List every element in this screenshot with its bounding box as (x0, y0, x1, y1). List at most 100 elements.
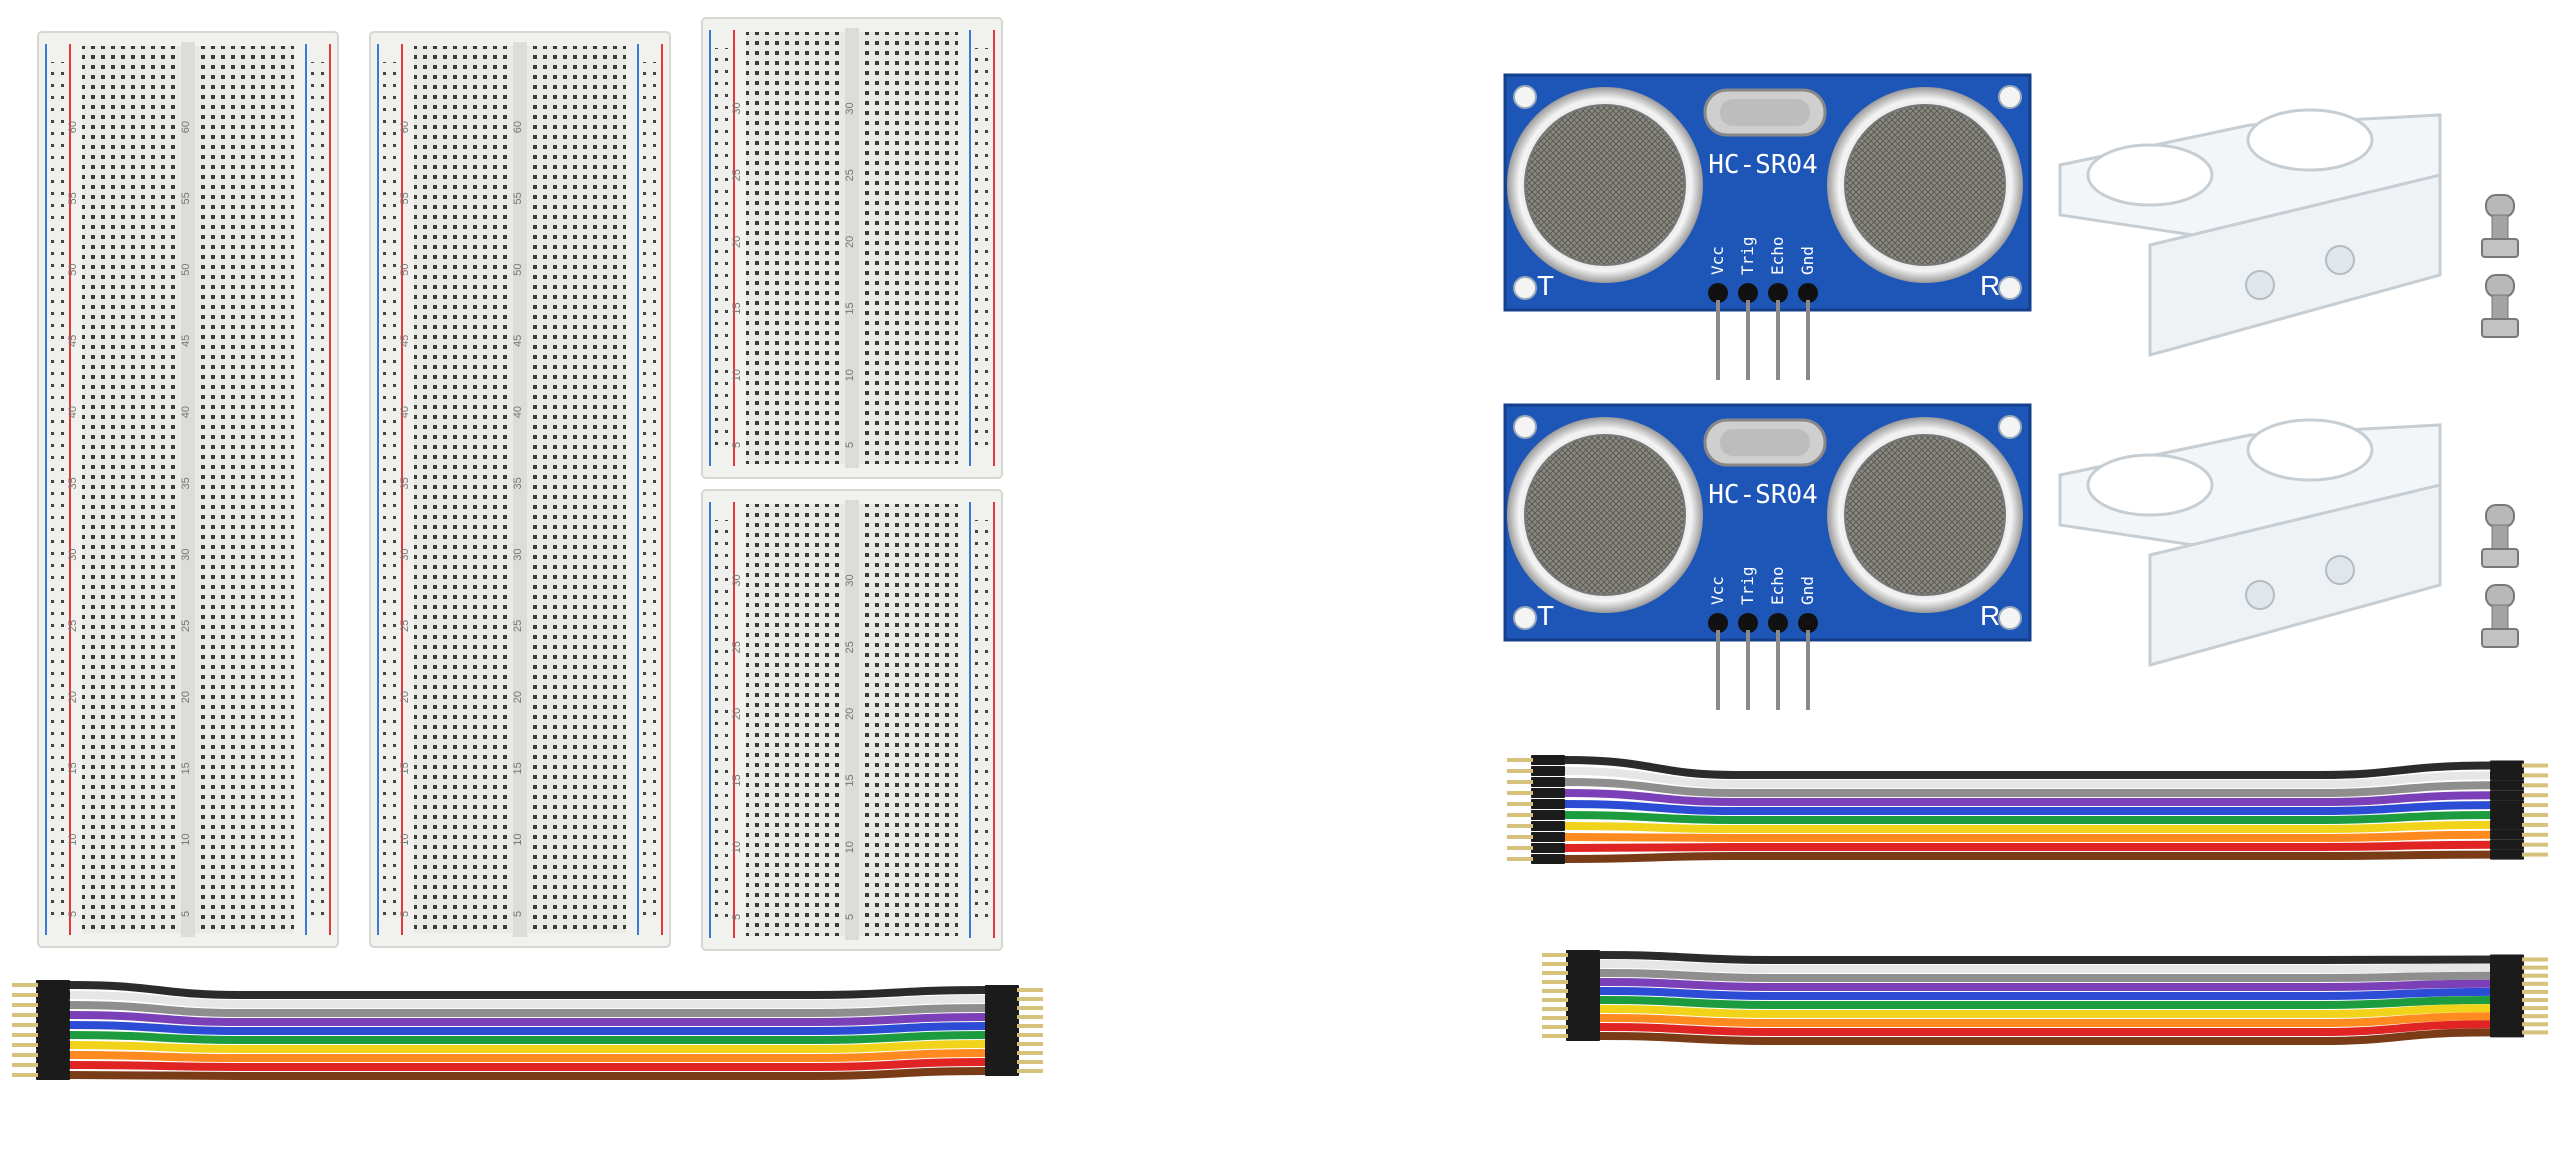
rail-holes (714, 48, 730, 448)
bracket-screw-hole (2325, 555, 2355, 585)
wire-pin (12, 1023, 38, 1027)
column-number: 20 (731, 708, 743, 720)
wire-pin (1507, 791, 1533, 795)
wire (1596, 1020, 2494, 1036)
wire-connector (1531, 777, 1565, 787)
wire-connector (36, 990, 70, 1000)
wire-connector (2490, 962, 2524, 973)
pin-label: Trig (1738, 236, 1757, 275)
wire (1596, 960, 2494, 973)
wire-connector (985, 1003, 1019, 1013)
wire-connector (2490, 790, 2524, 801)
wire-pin (1507, 780, 1533, 784)
column-number: 15 (399, 762, 411, 774)
wire-pin (1507, 758, 1533, 762)
terminal-strip-left (746, 32, 845, 464)
screw-head (2485, 504, 2515, 528)
column-number: 15 (512, 762, 524, 774)
bracket-face (2148, 173, 2442, 357)
wire-connector (985, 1048, 1019, 1058)
wire-connector (2490, 849, 2524, 860)
wire (1596, 978, 2494, 991)
wire-pin (1542, 998, 1568, 1002)
wire-connector (2490, 1003, 2524, 1014)
column-number: 20 (731, 236, 743, 248)
model-label: HC-SR04 (1708, 150, 1818, 180)
wire (1561, 830, 2494, 842)
bracket-hole (2246, 418, 2374, 482)
column-number: 45 (67, 335, 79, 347)
column-number: 25 (399, 620, 411, 632)
column-number: 60 (67, 121, 79, 133)
header-pin-base (1708, 283, 1728, 303)
wire (1561, 820, 2494, 833)
wire-pin (2522, 989, 2548, 994)
column-number: 40 (67, 406, 79, 418)
wire (1596, 987, 2494, 1000)
wire-pin (12, 1003, 38, 1007)
wire-connector (2490, 839, 2524, 850)
wire-pin (2522, 773, 2548, 778)
jumper-wire-bundle (1542, 950, 2548, 1045)
wire-pin (12, 1063, 38, 1067)
wire-pin (2522, 813, 2548, 817)
column-number: 30 (844, 102, 856, 114)
wire-connector (985, 1039, 1019, 1049)
wire-pin (1542, 1025, 1568, 1029)
header-pin-base (1798, 613, 1818, 633)
wire-pin (2522, 783, 2548, 788)
header-pin (1776, 630, 1780, 710)
wire-pin (1507, 846, 1533, 850)
rail-holes (642, 62, 658, 917)
wire-pin (2522, 1014, 2548, 1019)
column-number: 5 (180, 911, 192, 917)
wire-connector (2490, 800, 2524, 811)
column-number: 5 (512, 911, 524, 917)
wire-pin (2522, 793, 2548, 798)
column-number: 45 (512, 335, 524, 347)
wire-connector (985, 1012, 1019, 1022)
column-number: 55 (512, 192, 524, 204)
wire-pin (1507, 824, 1533, 828)
column-number: 15 (67, 762, 79, 774)
wire-pin (1017, 1051, 1043, 1055)
header-pin (1776, 300, 1780, 380)
mounting-hole (1513, 606, 1537, 630)
wire-connector (2490, 970, 2524, 981)
wire-connector (2490, 954, 2524, 965)
wire-pin (1017, 1015, 1043, 1019)
header-pin (1806, 300, 1810, 380)
header-pin (1746, 630, 1750, 710)
wire-pin (1017, 1033, 1043, 1037)
column-number: 20 (180, 691, 192, 703)
center-channel (845, 500, 859, 940)
wire-connector (1566, 1022, 1600, 1032)
pin-label: Vcc (1708, 246, 1727, 275)
transducer-mesh (1844, 434, 2006, 596)
transducer-mesh (1524, 434, 1686, 596)
column-number: 5 (844, 914, 856, 920)
wire-pin (2522, 1030, 2548, 1035)
wire-connector (1531, 755, 1565, 765)
wire-pin (12, 993, 38, 997)
wire-pin (2522, 981, 2548, 986)
wire-connector (985, 1030, 1019, 1040)
wire-pin (2522, 842, 2548, 847)
wire-pin (2522, 973, 2548, 978)
column-number: 25 (731, 641, 743, 653)
wire-pin (2522, 852, 2548, 857)
column-number: 55 (399, 192, 411, 204)
screw-head (2485, 584, 2515, 608)
mounting-hole (1513, 415, 1537, 439)
wire-connector (1566, 986, 1600, 996)
wire-pin (2522, 965, 2548, 970)
column-number: 50 (67, 264, 79, 276)
crystal-top (1720, 99, 1810, 126)
header-pin-base (1738, 283, 1758, 303)
wire-connector (985, 985, 1019, 995)
column-number: 45 (180, 335, 192, 347)
